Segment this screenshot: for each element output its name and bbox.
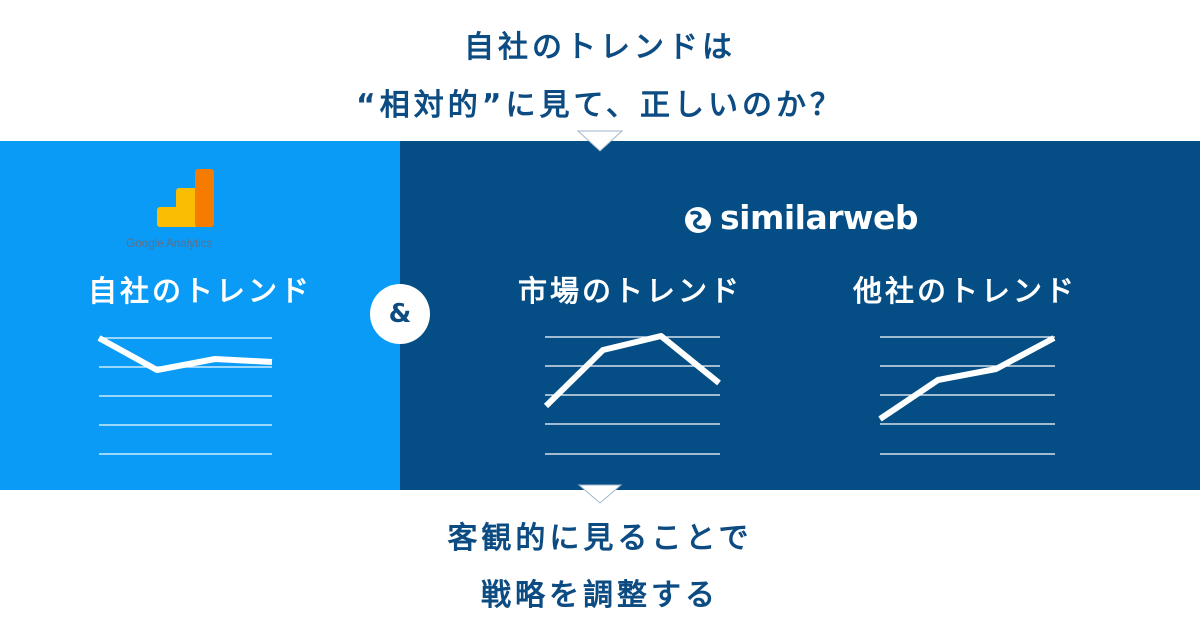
google-analytics-logo-text: Google Analytics bbox=[126, 236, 213, 250]
headline-question-line-2: “相対的”に見て、正しいのか？ bbox=[356, 88, 844, 123]
headline-question-line-1: 自社のトレンドは bbox=[464, 30, 736, 65]
own-trend-title: 自社のトレンド bbox=[88, 274, 313, 308]
competitor-trend-title: 他社のトレンド bbox=[853, 274, 1078, 308]
market-trend-title: 市場のトレンド bbox=[518, 274, 743, 308]
google-analytics-bars-icon bbox=[157, 169, 214, 227]
conclusion-line-1: 客観的に見ることで bbox=[447, 521, 753, 556]
similarweb-s-icon bbox=[685, 207, 711, 233]
ampersand-connector: & bbox=[370, 284, 430, 344]
similarweb-logo-text: similarweb bbox=[720, 198, 919, 237]
ampersand-label: & bbox=[388, 299, 412, 329]
market-competitor-panel bbox=[400, 141, 1200, 490]
conclusion-line-2: 戦略を調整する bbox=[481, 578, 719, 613]
